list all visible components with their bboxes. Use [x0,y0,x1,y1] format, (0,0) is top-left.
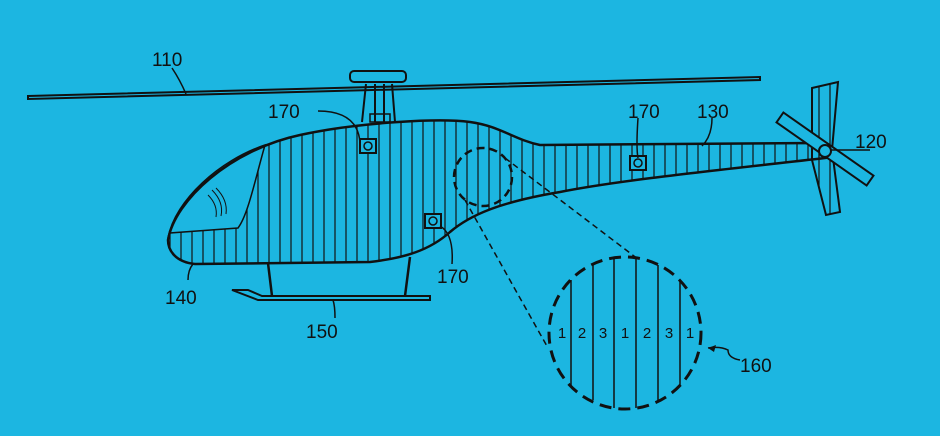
sensor-top [359,138,377,154]
digit: 3 [599,325,607,342]
label-110: 110 [152,50,182,71]
label-170-tail: 170 [628,102,660,123]
landing-skid [231,256,431,301]
main-rotor [27,70,761,123]
label-150: 150 [306,322,338,343]
fuselage [166,119,828,266]
label-130: 130 [697,102,729,123]
label-170-lower: 170 [437,267,469,288]
sensor-tail [629,155,647,171]
sensors [359,138,647,229]
digit: 2 [578,325,586,342]
label-140: 140 [165,288,197,309]
detail-callout [452,146,703,411]
label-160: 160 [740,356,772,377]
digit: 1 [686,325,694,342]
digit: 2 [643,325,651,342]
sensor-lower [424,213,442,229]
detail-digits: 1 2 3 1 2 3 1 [558,325,694,342]
tail-rotor [775,111,875,187]
label-170-top: 170 [268,102,300,123]
digit: 1 [621,325,629,342]
digit: 3 [665,325,673,342]
digit: 1 [558,325,566,342]
label-120: 120 [855,132,887,153]
